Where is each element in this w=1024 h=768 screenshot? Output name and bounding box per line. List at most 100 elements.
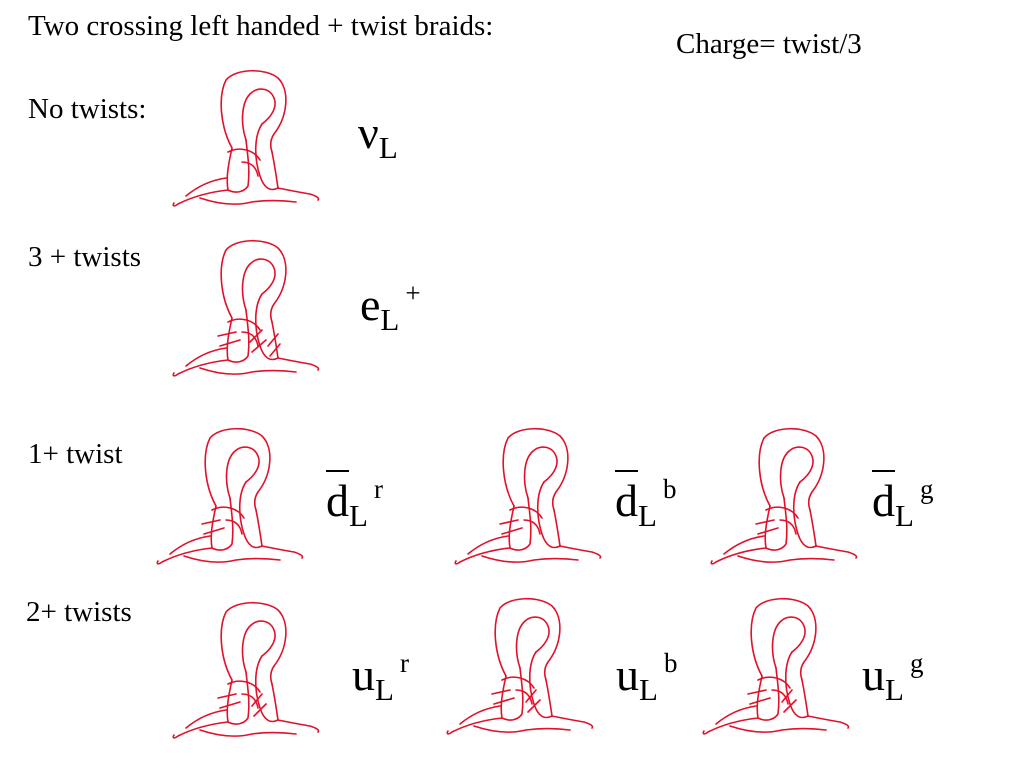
twist-hatch: [201, 519, 221, 525]
braid-strand: [764, 497, 788, 551]
row-label-three-twists: 3 + twists: [28, 241, 142, 273]
braid-strand: [185, 177, 227, 197]
braid-strand: [702, 717, 759, 735]
row-label-one-twist: 1+ twist: [28, 438, 123, 470]
braid-strand: [238, 481, 263, 549]
braid-strand: [729, 725, 827, 733]
braid-strand: [241, 258, 276, 311]
braid-strand: [757, 676, 791, 689]
braid-strand: [225, 519, 243, 535]
twist-hatch: [783, 699, 797, 713]
twist-hatch: [747, 689, 767, 695]
twist-hatch: [249, 329, 263, 343]
braid-strand: [169, 535, 211, 555]
braid-strand: [225, 446, 260, 499]
braid-strand: [172, 359, 229, 377]
twist-hatch: [253, 703, 267, 717]
twist-hatch: [251, 339, 267, 353]
braid-strand: [467, 535, 509, 555]
braid-strand: [515, 689, 533, 705]
braid-figure-one-twist-blue: [454, 427, 602, 565]
braid-strand: [199, 729, 297, 737]
braid-figure-one-twist-green: [710, 427, 858, 565]
braid-strand: [771, 616, 806, 669]
braid-strand: [454, 547, 511, 565]
braid-strand: [241, 161, 259, 177]
braid-strand: [758, 427, 825, 511]
twist-hatch: [217, 693, 237, 699]
braid-figure-no-twist: [172, 69, 320, 207]
twist-hatch: [267, 333, 279, 347]
braid-strand: [185, 709, 227, 729]
twist-hatch: [781, 689, 793, 703]
braid-strand: [210, 497, 234, 551]
braid-strand: [172, 189, 229, 207]
braid-strand: [771, 689, 789, 705]
row-label-two-twists: 2+ twists: [26, 596, 132, 628]
braid-strand: [784, 651, 809, 719]
braid-strand: [199, 367, 297, 375]
braid-strand: [807, 715, 850, 729]
braid-strand: [765, 506, 799, 519]
braid-strand: [494, 597, 561, 681]
twist-hatch: [755, 519, 775, 525]
particle-neutrino-label: νL: [358, 107, 398, 165]
twist-hatch: [251, 693, 263, 707]
braid-strand: [226, 309, 250, 363]
braid-strand: [523, 446, 558, 499]
braid-strand: [277, 719, 320, 733]
overline: [326, 470, 349, 472]
braid-strand: [551, 715, 594, 729]
page-title: Two crossing left handed + twist braids:: [28, 10, 494, 42]
braid-strand: [211, 506, 245, 519]
braid-strand: [226, 139, 250, 193]
braid-strand: [183, 555, 281, 563]
braid-strand: [277, 187, 320, 201]
braid-strand: [481, 555, 579, 563]
braid-strand: [779, 519, 797, 535]
braid-strand: [756, 667, 780, 721]
twist-hatch: [269, 343, 281, 357]
particle-anti-down-blue-label: dLb: [615, 470, 676, 531]
twist-hatch: [757, 527, 779, 535]
braid-strand: [508, 497, 532, 551]
braid-figure-one-twist-red: [156, 427, 304, 565]
braid-figure-three-twists: [172, 239, 320, 377]
braid-strand: [473, 725, 571, 733]
particle-up-green-label: uLg: [862, 648, 924, 707]
twist-hatch: [217, 331, 237, 337]
braid-strand: [459, 705, 501, 725]
braid-strand: [241, 693, 259, 709]
braid-strand: [227, 318, 261, 331]
braid-strand: [815, 545, 858, 559]
braid-strand: [227, 680, 261, 693]
twist-hatch: [525, 689, 537, 703]
overline: [615, 470, 638, 472]
braid-strand: [502, 427, 569, 511]
braid-strand: [199, 197, 297, 205]
twist-hatch: [219, 339, 241, 347]
braid-strand: [501, 676, 535, 689]
particle-up-blue-label: uLb: [616, 648, 678, 707]
row-label-no-twists: No twists:: [28, 93, 147, 125]
braid-strand: [523, 519, 541, 535]
braid-strand: [715, 705, 757, 725]
braid-strand: [185, 347, 227, 367]
braid-strand: [220, 239, 287, 323]
twist-hatch: [501, 527, 523, 535]
braid-strand: [220, 69, 287, 153]
twist-hatch: [749, 697, 771, 705]
braid-strand: [515, 616, 550, 669]
overline: [872, 470, 895, 472]
braid-strand: [792, 481, 817, 549]
braid-strand: [536, 481, 561, 549]
braid-strand: [156, 547, 213, 565]
twist-hatch: [499, 519, 519, 525]
particle-positron-label: eL+: [360, 278, 421, 337]
braid-strand: [509, 506, 543, 519]
braid-strand: [559, 545, 602, 559]
braid-strand: [254, 655, 279, 723]
twist-hatch: [491, 689, 511, 695]
braid-strand: [227, 148, 261, 161]
braid-strand: [737, 555, 835, 563]
